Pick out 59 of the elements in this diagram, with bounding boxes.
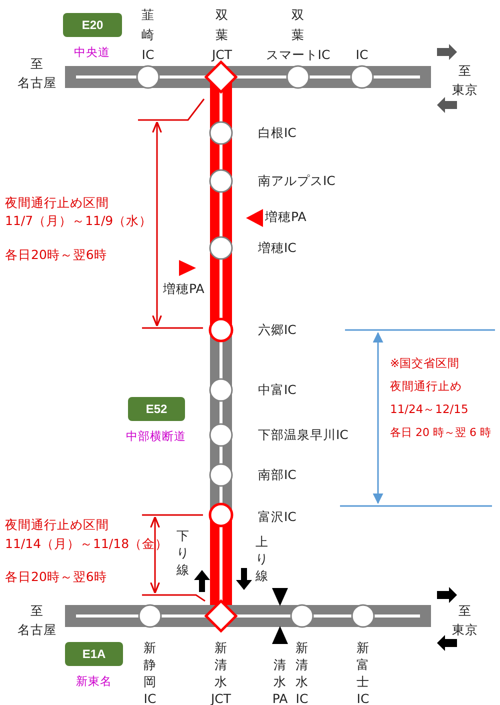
parking-area-label: 増穂PA	[163, 281, 204, 298]
route-name: 中部横断道	[126, 429, 186, 444]
destination-label: 至東京	[452, 602, 478, 639]
route-name: 中央道	[74, 45, 110, 60]
interchange-circle	[208, 168, 234, 194]
closure-note: ※国交省区間	[390, 356, 460, 371]
interchange-circle	[208, 317, 234, 343]
closure-note: 11/7（月）～11/9（水）	[5, 213, 152, 230]
closure-note: 夜間通行止め区間	[5, 195, 109, 212]
interchange-label: 南アルプスIC	[258, 173, 336, 190]
route-badge	[128, 397, 185, 421]
interchange-label: 中富IC	[258, 382, 296, 399]
interchange-label: 南部IC	[258, 467, 296, 484]
interchange-label: IC	[356, 46, 368, 64]
parking-area-label: 増穂PA	[265, 209, 306, 226]
route-number: E20	[82, 18, 104, 32]
interchange-label: 増穂IC	[258, 240, 296, 257]
route-number: E52	[146, 402, 168, 416]
closure-note: 11/14（月）～11/18（金）	[5, 536, 168, 553]
junction-diamond	[204, 599, 238, 633]
interchange-circle	[350, 603, 376, 629]
interchange-label: 新静岡IC	[144, 639, 156, 705]
interchange-label: 富沢IC	[258, 509, 296, 526]
closure-note: 11/24～12/15	[390, 402, 468, 417]
destination-label: 至名古屋	[18, 55, 56, 92]
parking-area-label: 清水PA	[272, 656, 288, 705]
interchange-circle	[137, 603, 163, 629]
closure-note: 夜間通行止め区間	[5, 517, 109, 534]
interchange-label: 双葉スマートIC	[266, 6, 330, 64]
destination-label: 至東京	[452, 62, 478, 99]
route-number: E1A	[82, 647, 106, 661]
interchange-circle	[208, 235, 234, 261]
direction-label: 下り線	[176, 527, 190, 578]
interchange-label: 韮崎IC	[142, 6, 154, 64]
interchange-circle	[135, 64, 161, 90]
route-badge	[63, 13, 122, 37]
interchange-label: 六郷IC	[258, 322, 296, 339]
direction-label: 上り線	[256, 533, 268, 584]
interchange-circle	[208, 422, 234, 448]
destination-label: 至名古屋	[18, 602, 56, 639]
junction-diamond	[204, 60, 238, 94]
interchange-label: 新富士IC	[356, 639, 370, 705]
interchange-circle	[208, 502, 234, 528]
interchange-circle	[208, 377, 234, 403]
route-name: 新東名	[76, 674, 112, 689]
closure-note: 夜間通行止め	[390, 379, 462, 394]
interchange-circle	[349, 64, 375, 90]
interchange-circle	[289, 603, 315, 629]
interchange-label: 下部温泉早川IC	[258, 427, 348, 444]
interchange-circle	[285, 64, 311, 90]
interchange-label: 新清水IC	[296, 639, 308, 705]
closure-note: 各日20時～翌6時	[5, 247, 107, 264]
interchange-label: 白根IC	[258, 125, 296, 142]
interchange-circle	[208, 462, 234, 488]
interchange-label: 双葉JCT	[212, 6, 232, 64]
closure-note: 各日20時～翌6時	[5, 569, 107, 586]
route-badge	[65, 642, 123, 666]
interchange-circle	[208, 120, 234, 146]
closure-note: 各日 20 時～翌 6 時	[390, 425, 491, 440]
